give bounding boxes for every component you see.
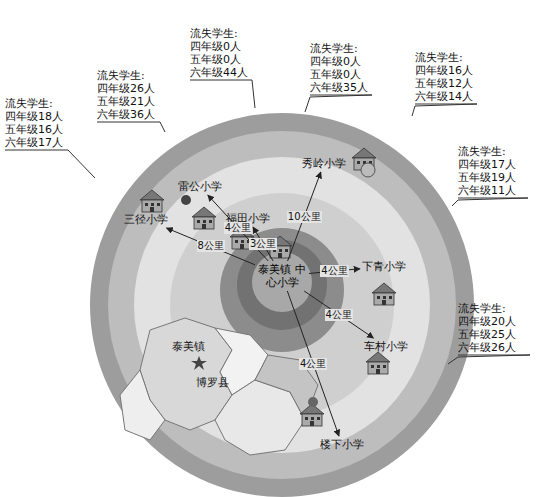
callout-value: 六年级44人: [190, 66, 248, 79]
distance-label: 4公里: [320, 265, 348, 277]
callout-value: 五年级21人: [97, 95, 155, 108]
callout-value: 六年级17人: [5, 136, 63, 149]
callout-heading: 流失学生:: [310, 42, 358, 55]
node-text: 下青小学: [362, 260, 406, 273]
school-label: 车村小学: [364, 340, 408, 353]
school-label: 雷公小学: [178, 180, 222, 193]
callout-value: 四年级16人: [415, 64, 473, 77]
distance-label: 4公里: [299, 358, 327, 370]
callout-heading: 流失学生:: [458, 302, 506, 315]
callout-value: 六年级26人: [458, 341, 516, 354]
person-icon: [308, 397, 318, 407]
inset-map: [120, 318, 318, 455]
school-label: 楼下小学: [320, 438, 364, 451]
callout-value: 六年级14人: [415, 90, 473, 103]
school-label: 三径小学: [124, 213, 168, 226]
callout-value: 五年级12人: [415, 77, 473, 90]
distance-arrow: [288, 172, 321, 261]
distance-arrow: [304, 291, 373, 338]
person-icon: [181, 195, 191, 205]
distance-label: 10公里: [287, 211, 322, 223]
callout-value: 四年级26人: [97, 82, 155, 95]
node-text: 秀岭小学: [302, 157, 346, 170]
node-text: 雷公小学: [178, 180, 222, 193]
callout-value: 四年级20人: [458, 315, 516, 328]
distance-label: 3公里: [249, 238, 277, 250]
node-text: 车村小学: [364, 340, 408, 353]
callout-value: 六年级36人: [97, 108, 155, 121]
callout-heading: 流失学生:: [190, 27, 238, 40]
ring: [108, 131, 456, 479]
callout-heading: 流失学生:: [97, 69, 145, 82]
school-label: 秀岭小学: [302, 157, 346, 170]
ring: [252, 252, 312, 312]
map-place-name: 泰美镇: [172, 340, 205, 353]
town-star: [191, 356, 207, 370]
node-text: 泰美镇 中心小学: [257, 263, 307, 289]
callout-value: 五年级19人: [458, 171, 516, 184]
callout-value: 五年级16人: [5, 123, 63, 136]
callout-heading: 流失学生:: [458, 145, 506, 158]
ring: [90, 113, 474, 497]
center-school: 泰美镇 中心小学: [257, 263, 307, 289]
map-place-name: 博罗县: [196, 376, 229, 389]
callout-value: 六年级35人: [310, 81, 368, 94]
callout-value: 五年级0人: [190, 53, 241, 66]
distance-label: 4公里: [224, 222, 252, 234]
school-icon: [140, 148, 396, 426]
callout-value: 五年级25人: [458, 328, 516, 341]
distance-label: 4公里: [325, 309, 353, 321]
callout-value: 五年级0人: [310, 68, 361, 81]
callout-value: 四年级0人: [190, 40, 241, 53]
callout-heading: 流失学生:: [415, 51, 463, 64]
person-icon: [361, 163, 375, 177]
callout-value: 四年级18人: [5, 110, 63, 123]
callout-heading: 流失学生:: [5, 97, 53, 110]
callout-leader: [5, 80, 530, 364]
node-text: 三径小学: [124, 213, 168, 226]
callout-value: 四年级0人: [310, 55, 361, 68]
school-label: 下青小学: [362, 260, 406, 273]
node-text: 楼下小学: [320, 438, 364, 451]
callout-value: 六年级11人: [458, 184, 516, 197]
callout-value: 四年级17人: [458, 158, 516, 171]
distance-label: 8公里: [197, 240, 225, 252]
